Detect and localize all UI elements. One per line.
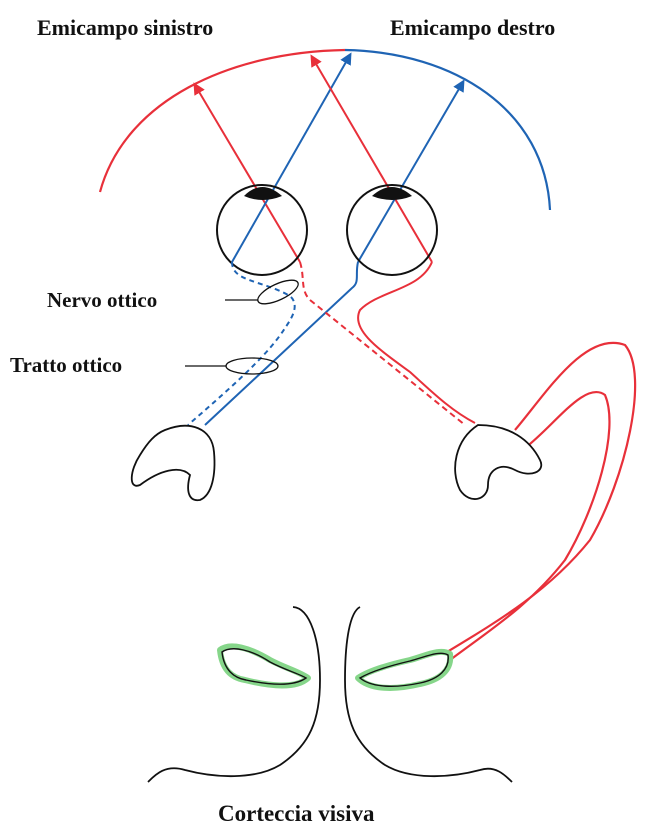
light-rays (195, 55, 463, 262)
right-eye-cornea (372, 187, 412, 200)
right-calcarine-highlight (358, 652, 450, 688)
left-calcarine-highlight (220, 646, 308, 685)
left-cortex-outline (148, 607, 320, 782)
red-solid-fiber (358, 262, 475, 423)
ray-blue-right (358, 82, 463, 262)
optic-tract-marker (185, 358, 278, 374)
left-lateral-geniculate (132, 426, 215, 500)
right-lateral-geniculate (455, 425, 541, 499)
left-hemifield-arc (100, 50, 345, 192)
visual-cortex-label: Corteccia visiva (218, 801, 375, 826)
red-dashed-fiber (300, 262, 465, 425)
blue-crossing-fiber (205, 262, 358, 425)
right-hemifield-label: Emicampo destro (390, 15, 555, 40)
ray-red-right (312, 57, 432, 262)
left-hemifield-label: Emicampo sinistro (37, 15, 213, 40)
right-hemifield-arc (345, 50, 550, 210)
blue-pathway (188, 262, 358, 425)
visual-field-arc (100, 50, 550, 210)
ray-blue-left (232, 55, 350, 262)
visual-cortex (148, 607, 512, 782)
optic-nerve-marker (225, 275, 301, 308)
optic-tract-label: Tratto ottico (10, 353, 122, 377)
left-eye-cornea (244, 187, 282, 200)
right-eye (347, 185, 437, 275)
optic-nerve-label: Nervo ottico (47, 288, 157, 312)
left-eye (217, 185, 307, 275)
blue-dashed-fiber (188, 262, 295, 425)
